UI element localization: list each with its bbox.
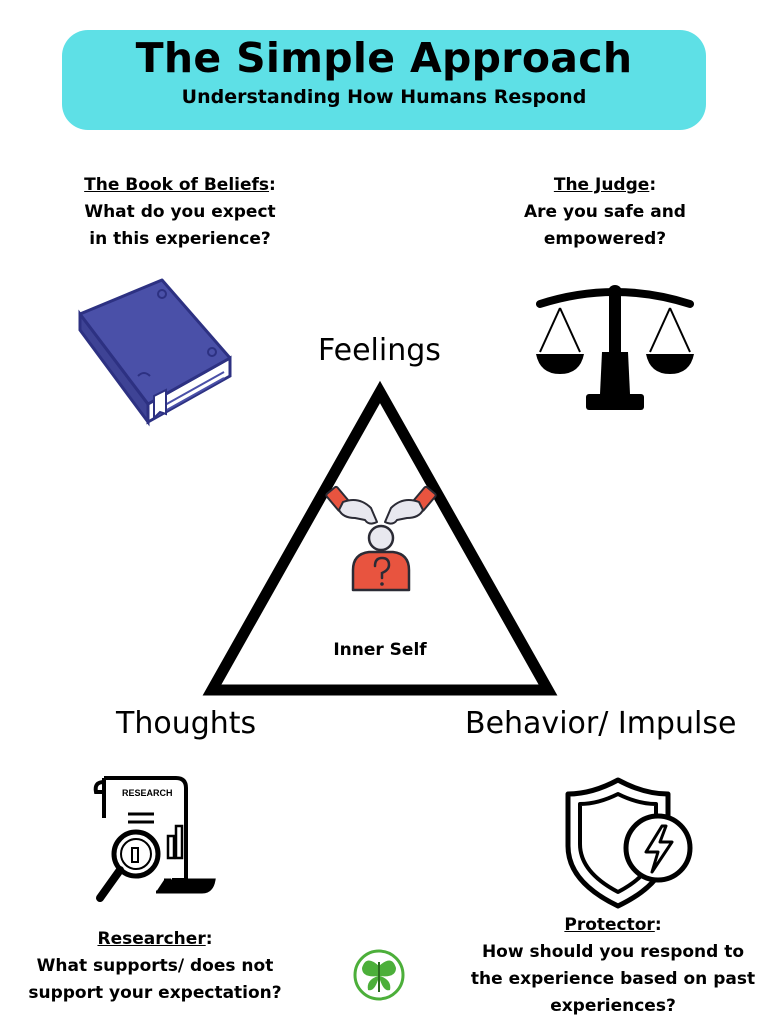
butterfly-logo-icon	[353, 949, 405, 1001]
page-subtitle: Understanding How Humans Respond	[181, 86, 587, 108]
researcher-colon: :	[205, 929, 213, 949]
page-title: The Simple Approach	[135, 34, 633, 82]
person-question-icon	[325, 485, 437, 592]
research-document-icon: RESEARCH	[93, 776, 216, 902]
protector-line1: How should you respond to	[481, 942, 745, 962]
title-banner: The Simple Approach Understanding How Hu…	[62, 30, 706, 130]
researcher-line2: support your expectation?	[28, 983, 282, 1003]
researcher-text: Researcher: What supports/ does not supp…	[10, 926, 300, 1007]
protector-text: Protector: How should you respond to the…	[468, 912, 758, 1020]
book-icon	[78, 278, 232, 427]
shield-lightning-icon	[565, 777, 693, 909]
judge-heading: The Judge	[553, 175, 650, 195]
left-hand-icon	[325, 485, 378, 525]
judge-text: The Judge: Are you safe and empowered?	[470, 172, 740, 253]
right-hand-icon	[384, 485, 437, 525]
researcher-heading: Researcher	[97, 929, 206, 949]
judge-line2: empowered?	[543, 229, 667, 249]
protector-line2: the experience based on past	[470, 969, 756, 989]
feelings-label: Feelings	[318, 333, 441, 368]
beliefs-colon: :	[269, 175, 276, 195]
protector-colon: :	[654, 915, 662, 935]
beliefs-heading: The Book of Beliefs	[84, 175, 270, 195]
protector-line3: experiences?	[550, 996, 676, 1016]
beliefs-text: The Book of Beliefs: What do you expect …	[40, 172, 320, 253]
protector-heading: Protector	[564, 915, 655, 935]
judge-colon: :	[649, 175, 657, 195]
behavior-label: Behavior/ Impulse	[465, 706, 737, 741]
research-label: RESEARCH	[122, 788, 173, 798]
beliefs-line1: What do you expect	[84, 202, 276, 222]
thoughts-label: Thoughts	[116, 706, 257, 741]
scales-icon	[536, 285, 694, 410]
triangle-diagram	[202, 380, 558, 696]
researcher-line1: What supports/ does not	[36, 956, 274, 976]
inner-self-label: Inner Self	[333, 640, 427, 660]
beliefs-line2: in this experience?	[89, 229, 271, 249]
judge-line1: Are you safe and	[524, 202, 686, 222]
